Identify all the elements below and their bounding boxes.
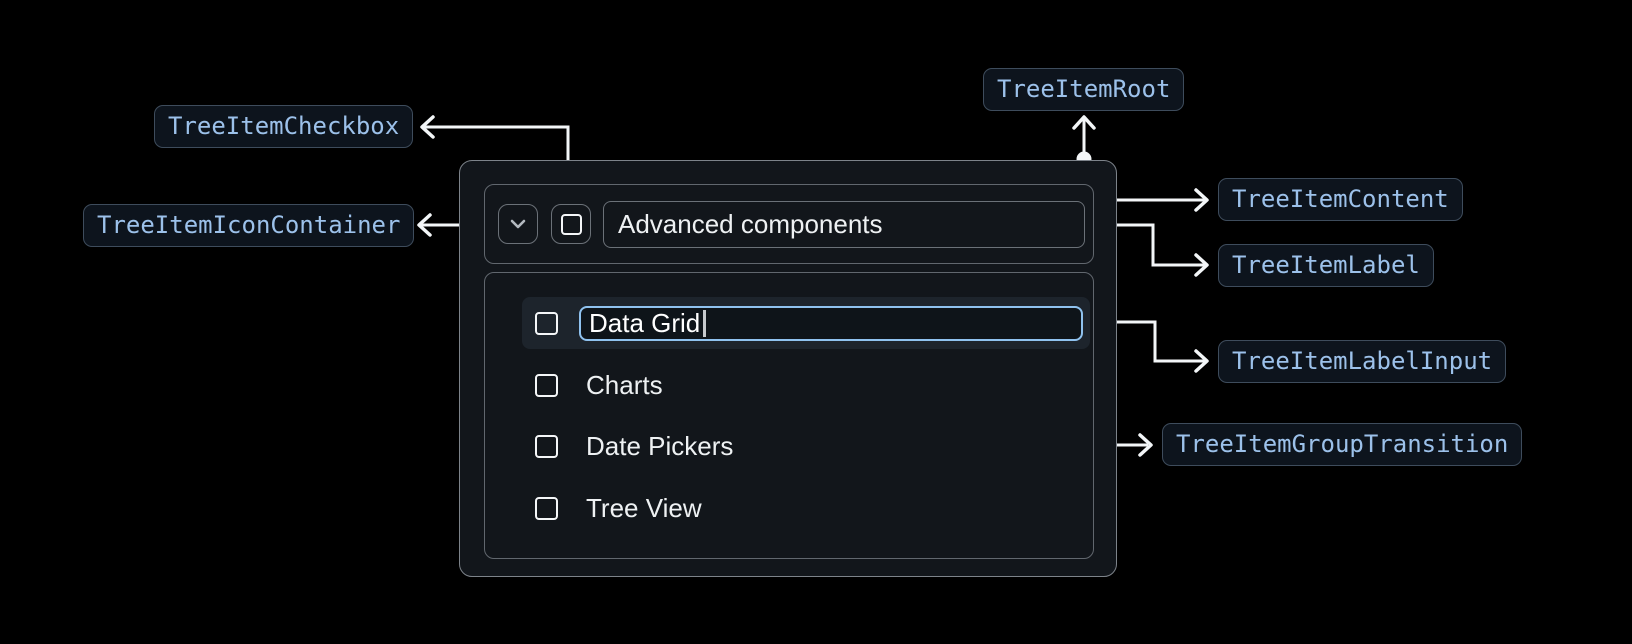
tree-item-label-input[interactable]: Data Grid [579, 305, 1083, 341]
tree-item-label-text: Date Pickers [586, 430, 734, 461]
tree-item-content[interactable]: Advanced components [484, 184, 1094, 264]
tree-item-row-editing[interactable]: Data Grid [522, 297, 1090, 349]
text-caret [703, 309, 706, 337]
checkbox-unchecked-icon[interactable] [535, 434, 558, 458]
tree-item-icon-container[interactable] [498, 204, 538, 244]
checkbox-unchecked-icon[interactable] [535, 373, 558, 397]
badge-tree-item-root: TreeItemRoot [983, 68, 1185, 111]
tree-item-checkbox[interactable] [551, 204, 591, 244]
chevron-down-icon [510, 219, 526, 229]
label-input-value: Data Grid [589, 307, 701, 338]
badge-tree-item-content: TreeItemContent [1218, 178, 1463, 221]
badge-tree-item-icon-container: TreeItemIconContainer [83, 204, 415, 247]
badge-tree-item-label: TreeItemLabel [1218, 244, 1434, 287]
checkbox-unchecked-icon[interactable] [535, 311, 558, 335]
checkbox-unchecked-icon [560, 213, 582, 235]
badge-tree-item-group-transition: TreeItemGroupTransition [1162, 423, 1523, 466]
tree-item-label-text: Advanced components [618, 209, 883, 239]
badge-tree-item-label-input: TreeItemLabelInput [1218, 340, 1507, 383]
tree-item-label-text: Charts [586, 369, 663, 400]
badge-tree-item-checkbox: TreeItemCheckbox [154, 105, 414, 148]
tree-item-group-transition: Data Grid Charts Date Pickers Tree View [484, 272, 1094, 559]
tree-item-row[interactable]: Charts [535, 359, 663, 411]
tree-item-row[interactable]: Tree View [535, 482, 702, 534]
tree-item-label-text: Tree View [586, 492, 702, 523]
tree-item-root: Advanced components Data Grid Charts Dat… [459, 160, 1117, 577]
checkbox-unchecked-icon[interactable] [535, 496, 558, 520]
tree-item-label[interactable]: Advanced components [603, 201, 1085, 248]
tree-item-row[interactable]: Date Pickers [535, 420, 733, 472]
